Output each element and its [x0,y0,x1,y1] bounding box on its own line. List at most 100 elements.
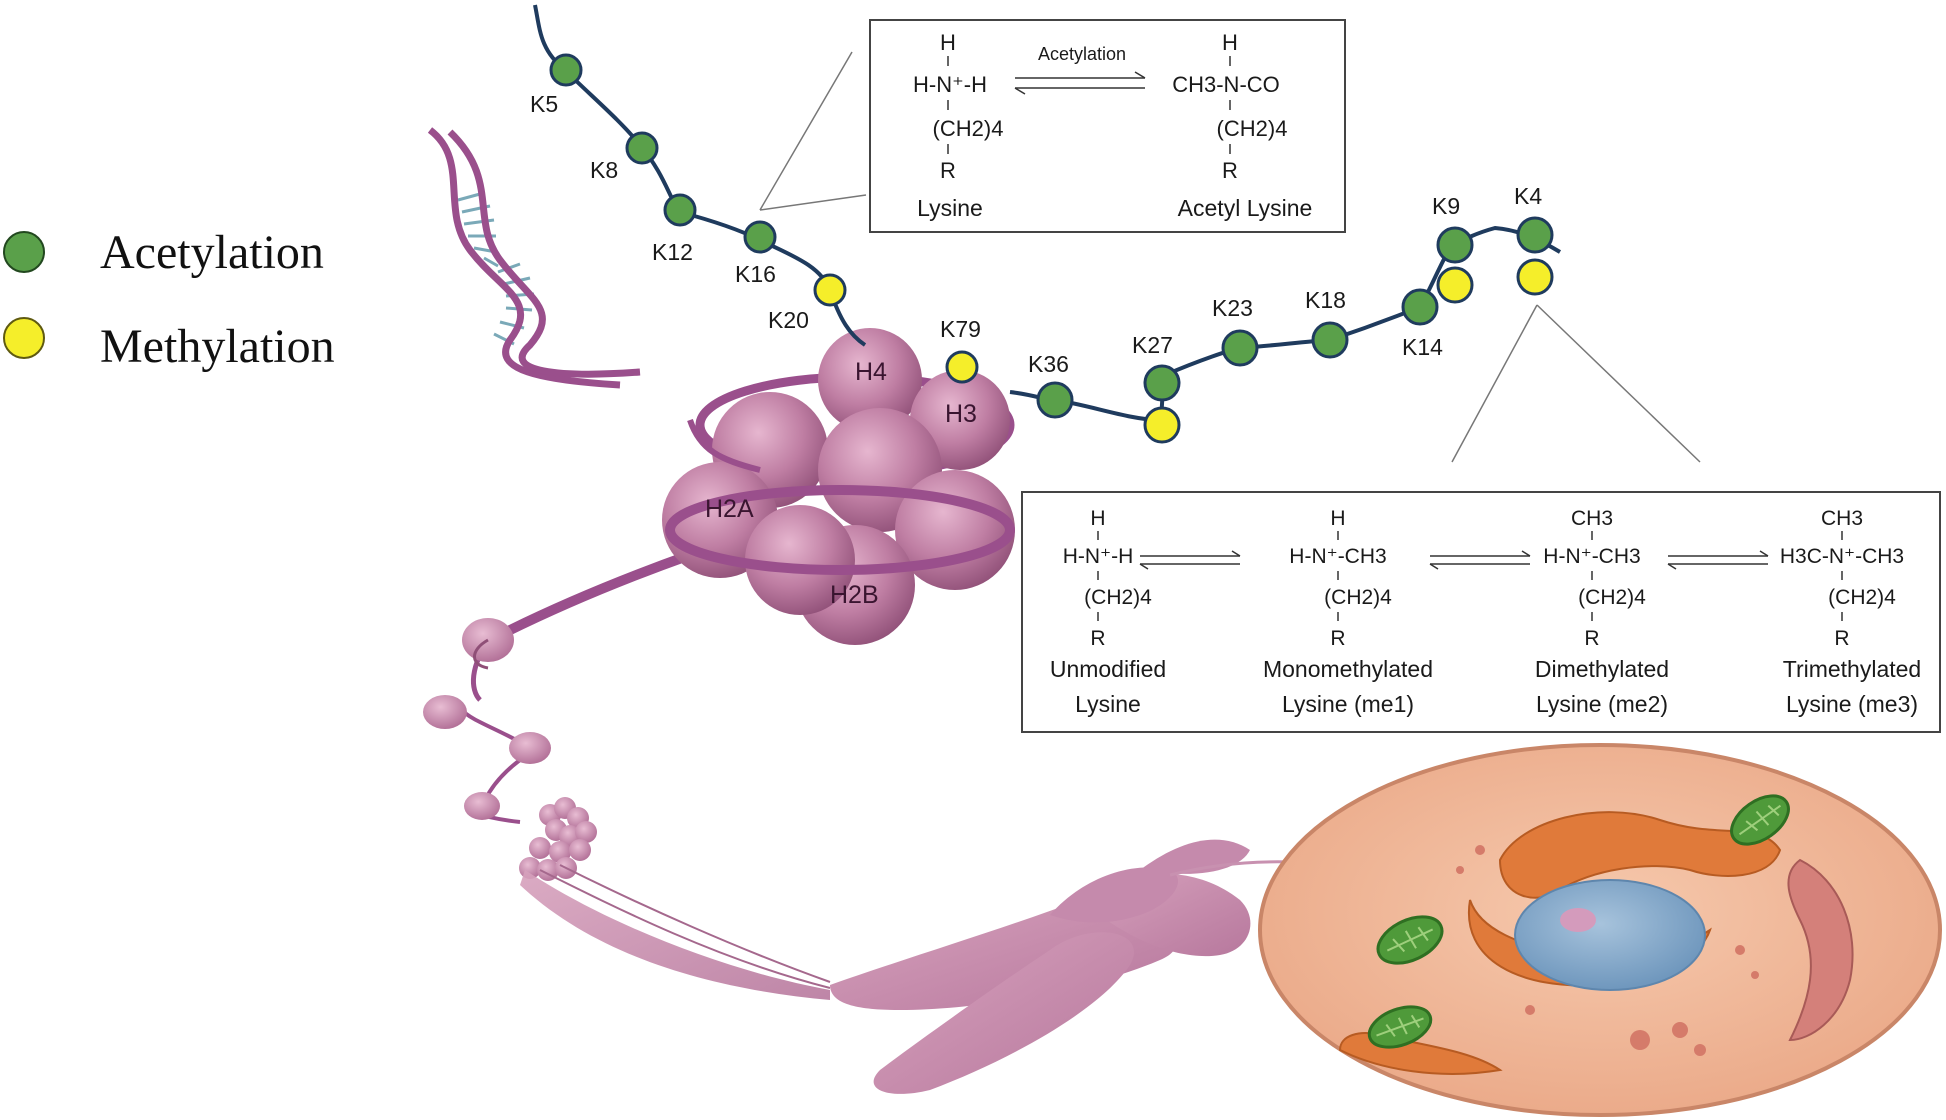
trimethylated-lysine-name-line2: Lysine (me3) [1786,691,1918,717]
k9-methylation-site [1436,266,1474,304]
histone-label-h3: H3 [945,400,977,428]
k4-methylation-site [1516,258,1554,296]
trimethylated-lysine-name: Trimethylated [1783,656,1921,682]
site-label-k9: K9 [1432,193,1460,219]
histone-h4 [818,328,922,432]
legend-item-acetylation: Acetylation [3,226,324,279]
chromatin-coil [519,797,597,881]
k8-acetylation-site [625,131,659,165]
site-label-k36: K36 [1028,351,1069,377]
monomethylated-lysine-top-group: H [1330,507,1345,530]
site-label-k14: K14 [1402,334,1443,360]
unmodified-lysine-name-line2: Lysine [1075,691,1141,717]
k14-acetylation-site [1401,288,1439,326]
trimethylated-lysine-side-chain: (CH2)4 [1828,586,1896,609]
methylation-marker-icon [3,317,45,359]
vesicles [1456,845,1759,1056]
me2-to-me3-arrow-icon [1667,550,1769,570]
legend-methylation-label: Methylation [100,320,335,373]
acetylation-marker-icon [3,231,45,273]
acetyl-lysine-side-chain: (CH2)4 [1217,116,1288,141]
site-label-k27: K27 [1132,332,1173,358]
trimethylated-lysine-r-group: R [1834,627,1849,650]
acetyl-lysine-top-atom: H [1222,30,1238,55]
histone-label-h2b: H2B [830,581,879,609]
k27-acetylation-site [1143,364,1181,402]
k9-acetylation-site [1436,226,1474,264]
site-label-k18: K18 [1305,287,1346,313]
lysine-structure: H H-N⁺-H (CH2)4 R Lysine [913,30,1003,221]
acetyl-lysine-amide-group: CH3-N-CO [1172,72,1280,97]
acetyl-lysine-name: Acetyl Lysine [1178,195,1313,221]
dimethylated-lysine-side-chain: (CH2)4 [1578,586,1646,609]
callout-lines [759,51,1701,463]
me0-to-me1-arrow-icon [1139,550,1241,570]
legend-acetylation-label: Acetylation [100,226,324,279]
dimethylated-lysine-r-group: R [1584,627,1599,650]
acetyl-lysine-structure: H CH3-N-CO (CH2)4 R Acetyl Lysine [1172,30,1312,221]
nucleosome-bead [464,792,500,820]
k36-acetylation-site [1036,381,1074,419]
dimethylated-lysine-name: Dimethylated [1535,656,1669,682]
acetyl-lysine-r-group: R [1222,158,1238,183]
nucleosome-bead [423,695,467,729]
mitochondrion [1367,1005,1433,1049]
k23-acetylation-site [1221,329,1259,367]
acetylation-arrow-label: Acetylation [1038,44,1126,64]
dimethylated-lysine-amine-group: H-N⁺-CH3 [1543,545,1640,568]
dimethylated-lysine-top-group: CH3 [1571,507,1613,530]
unmodified-lysine-r-group: R [1090,627,1105,650]
chromatin-fiber [423,550,831,1000]
lysine-r-group: R [940,158,956,183]
h4-tail: K5 K8 K12 K16 K20 [530,4,867,347]
dna-base-pairs [457,192,535,346]
lysine-side-chain: (CH2)4 [933,116,1004,141]
k16-acetylation-site [743,220,777,254]
site-label-k4: K4 [1514,183,1542,209]
trimethylated-lysine-top-group: CH3 [1821,507,1863,530]
monomethylated-lysine-side-chain: (CH2)4 [1324,586,1392,609]
methylation-equilibrium-arrows [1139,550,1769,570]
methylation-species-row: HH-N⁺-H(CH2)4RUnmodifiedLysineHH-N⁺-CH3(… [1050,507,1921,717]
lysine-top-atom: H [940,30,956,55]
site-label-k12: K12 [652,239,693,265]
trimethylated-lysine-amine-group: H3C-N⁺-CH3 [1780,545,1904,568]
lysine-amine-group: H-N⁺-H [913,72,987,97]
nucleosome: H4 H3 H2A H2B [662,328,1015,645]
site-label-k16: K16 [735,261,776,287]
monomethylated-lysine-name: Monomethylated [1263,656,1433,682]
unmodified-lysine-top-group: H [1090,507,1105,530]
methylation-reaction-box: HH-N⁺-H(CH2)4RUnmodifiedLysineHH-N⁺-CH3(… [1021,491,1941,733]
chromatin-fan [520,870,830,1000]
site-label-k8: K8 [590,157,618,183]
mitochondrion [1376,915,1444,965]
monomethylated-lysine-amine-group: H-N⁺-CH3 [1289,545,1386,568]
unmodified-lysine-side-chain: (CH2)4 [1084,586,1152,609]
k20-methylation-site [813,273,847,307]
acetylation-reaction-box: H H-N⁺-H (CH2)4 R Lysine Acetylation H C… [869,19,1346,233]
k18-acetylation-site [1311,321,1349,359]
legend-item-methylation: Methylation [3,317,335,373]
k5-acetylation-site [549,53,583,87]
site-label-k79: K79 [940,316,981,342]
dna-double-helix [427,127,641,389]
monomethylated-lysine-r-group: R [1330,627,1345,650]
cell-nucleus [1514,879,1706,991]
legend: Acetylation Methylation [3,226,335,373]
mitochondrion [1730,794,1790,846]
monomethylated-lysine-name-line2: Lysine (me1) [1282,691,1414,717]
site-label-k23: K23 [1212,295,1253,321]
histone-label-h2a: H2A [705,495,754,523]
chromosome [830,839,1561,1094]
dna-strand-b [447,129,641,378]
site-label-k5: K5 [530,91,558,117]
cell [1258,743,1942,1117]
golgi-apparatus [1787,858,1854,1042]
nucleolus [1560,908,1596,932]
k79-methylation-site [945,350,979,384]
k4-acetylation-site [1516,216,1554,254]
